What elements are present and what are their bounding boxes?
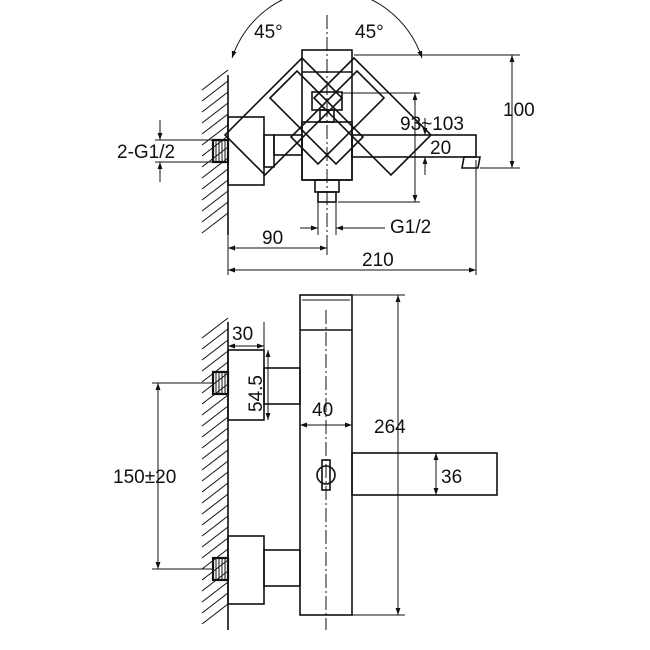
total-depth-dimension [228,160,477,275]
lower-connector-front [211,535,301,605]
outlet-thread-label: G1/2 [390,217,431,238]
wall-hatch-line [201,592,229,614]
wall-hatch-line [201,482,229,504]
adjust-range-label: 93~103 [400,114,464,135]
wall-hatch-line [201,504,229,526]
wall-hatch-line [201,372,229,394]
wall-hatch-line [201,394,229,416]
body-height-label: 264 [374,417,406,438]
wall-hatch-line [201,449,229,471]
wall-hatch-line [201,69,229,91]
wall-hatch-line [201,603,229,625]
wall-hatch-line [201,102,229,124]
depth-to-outlet-label: 90 [262,228,283,249]
wall-hatch-line [201,179,229,201]
wall-hatch-line [201,317,229,339]
height-dimension-top [354,54,520,169]
height-label: 100 [503,100,535,121]
body-width-label: 40 [312,400,333,421]
adjust-range-dimension [338,92,420,203]
connection-dimension [155,120,213,182]
outlet-thread-dimension [300,202,385,235]
wall-hatch-line [201,91,229,113]
wall-hatch-line [201,146,229,168]
wall-hatch-line [201,493,229,515]
wall-hatch-line [201,526,229,548]
wall-hatch-line [201,460,229,482]
wall-hatch-line [201,80,229,102]
wall-hatch-line [201,190,229,212]
wall-hatch-line [201,559,229,581]
wall-hatch-line [201,168,229,190]
wall-hatch-line [201,581,229,603]
wall-hatch-line [201,212,229,234]
wall-hatch-line [201,537,229,559]
spout-height-label: 36 [441,467,462,488]
wall-hatch-line [201,350,229,372]
angle-left-label: 45° [254,22,283,43]
wall-hatch-line [201,339,229,361]
wall-hatch-line [201,113,229,135]
wall-hatch-line [201,328,229,350]
spout-thickness-label: 20 [430,138,451,159]
spout-front [351,452,498,496]
connector-height-label: 54.5 [246,375,267,412]
body-height-dimension [352,294,405,616]
wall-hatch-line [201,201,229,223]
total-depth-label: 210 [362,250,394,271]
wall-top-view [201,69,229,235]
connection-label: 2-G1/2 [117,142,175,163]
wall-hatch-line [201,438,229,460]
centre-distance-label: 150±20 [113,467,176,488]
wall-hatch-line [201,515,229,537]
wall-hatch-line [201,471,229,493]
wall-hatch-line [201,124,229,146]
wall-hatch-line [201,405,229,427]
centre-distance-dimension [152,382,213,570]
wall-hatch-line [201,416,229,438]
connector-depth-label: 30 [232,324,253,345]
top-view: 45° 45° 2-G1/2 100 93~103 20 [117,0,535,275]
wall-connector-top [211,116,275,186]
angle-arc [231,0,423,59]
front-view: 30 54.5 150±20 40 264 36 [113,294,498,630]
wall-hatch-line [201,427,229,449]
connector-depth-dimension [227,322,265,350]
wall-front-view [201,317,229,630]
angle-right-label: 45° [355,22,384,43]
